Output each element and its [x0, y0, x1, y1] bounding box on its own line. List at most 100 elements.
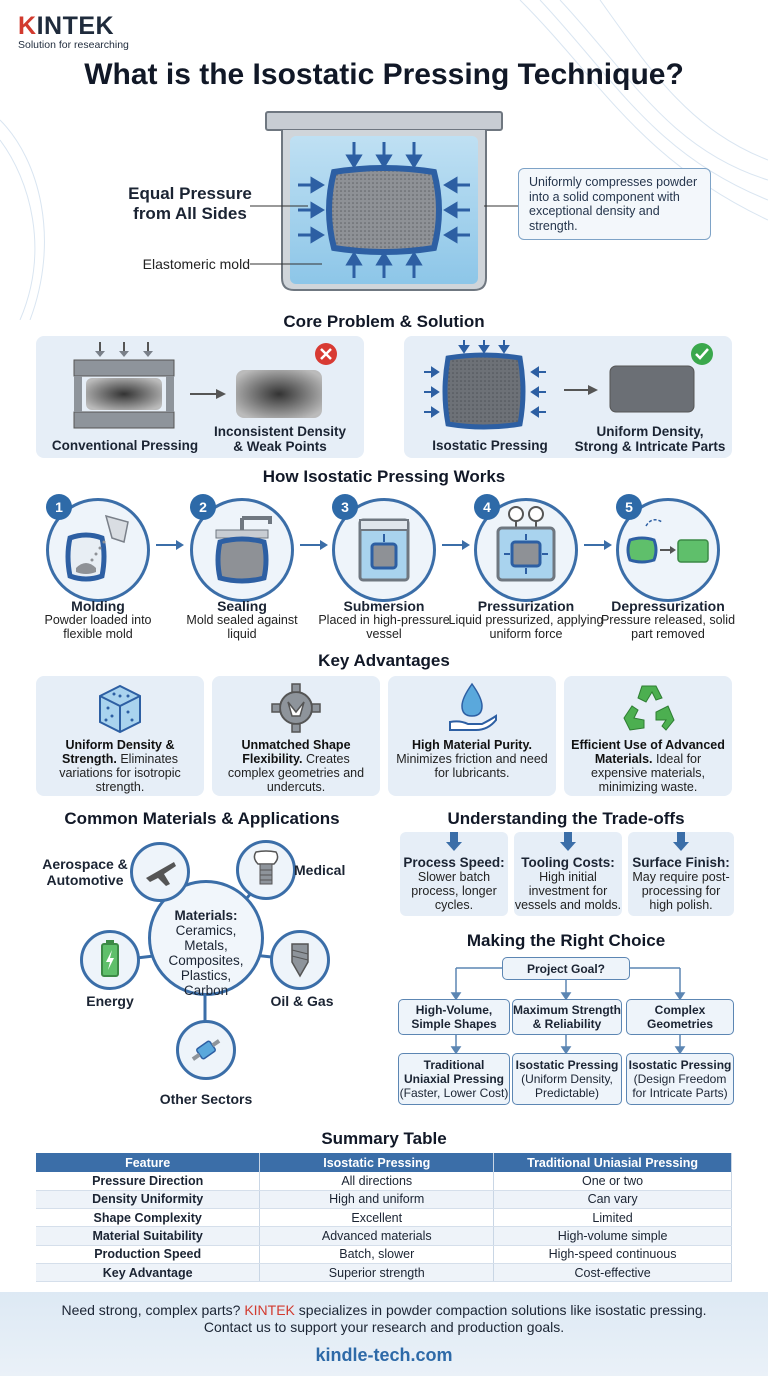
sealing-icon [215, 516, 272, 584]
table-cell: One or two [493, 1172, 732, 1191]
step-2-number: 2 [190, 494, 216, 520]
drill-bit-icon [291, 943, 309, 978]
down-arrow-icon [446, 832, 462, 851]
step-arrow-2 [300, 540, 328, 550]
step-3-number: 3 [332, 494, 358, 520]
step-3-desc: Placed in high-pressure vessel [318, 613, 450, 641]
conventional-diagram [73, 342, 337, 429]
table-row: Material Suitability Advanced materials … [36, 1226, 732, 1246]
advantage-3-text: High Material Purity. Minimizes friction… [396, 738, 548, 780]
footer-band [0, 1292, 768, 1376]
table-cell: All directions [259, 1172, 495, 1191]
water-drop-hand-icon [449, 682, 497, 731]
step-3-title: Submersion [343, 598, 425, 614]
hero-mold-label: Elastomeric mold [142, 256, 250, 272]
hero-callout: Uniformly compresses powder into a solid… [518, 168, 711, 240]
choice-section-title: Making the Right Choice [466, 931, 666, 950]
table-header-row: Feature Isostatic Pressing Traditional U… [36, 1153, 732, 1172]
airplane-icon [146, 862, 176, 886]
hero-leader-lines [250, 205, 322, 265]
hero-callout-line [484, 205, 518, 207]
advantage-2-text: Unmatched Shape Flexibility. Creates com… [227, 738, 365, 794]
advantage-1-text: Uniform Density & Strength. Eliminates v… [59, 738, 181, 794]
step-4-number: 4 [474, 494, 500, 520]
step-1-title: Molding [71, 598, 125, 614]
brand-name: KINTEK [18, 12, 115, 40]
tradeoff-3-desc: May require post-processing for high pol… [632, 870, 730, 912]
table-section-title: Summary Table [321, 1129, 447, 1148]
result-isostatic-2: Isostatic Pressing(Design Freedom for In… [626, 1053, 734, 1105]
table-cell: Excellent [259, 1208, 495, 1228]
materials-section-title: Common Materials & Applications [64, 809, 340, 828]
submersion-icon [358, 518, 410, 582]
page-title: What is the Isostatic Pressing Technique… [84, 58, 684, 91]
result-isostatic-1: Isostatic Pressing(Uniform Density, Pred… [512, 1053, 622, 1105]
gear-icon [271, 683, 321, 733]
decision-tree-lines [450, 967, 686, 1055]
table-cell: High-speed continuous [493, 1245, 732, 1264]
down-arrow-icon [560, 832, 576, 851]
option-high-volume: High-Volume, Simple Shapes [398, 999, 510, 1035]
table-row: Production Speed Batch, slower High-spee… [36, 1245, 732, 1264]
step-4-desc: Liquid pressurized, applying uniform for… [448, 613, 604, 641]
brand-tagline: Solution for researching [18, 39, 129, 51]
table-cell: Production Speed [36, 1245, 261, 1264]
step-arrow-1 [156, 540, 184, 550]
advantage-4-text: Efficient Use of Advanced Materials. Ide… [571, 738, 725, 794]
table-cell: Cost-effective [493, 1263, 732, 1283]
table-row: Shape Complexity Excellent Limited [36, 1208, 732, 1228]
table-cell: High and uniform [259, 1190, 495, 1210]
result-traditional: Traditional Uniaxial Pressing(Faster, Lo… [398, 1053, 510, 1105]
molding-icon [65, 514, 129, 582]
table-row: Key Advantage Superior strength Cost-eff… [36, 1263, 732, 1283]
step-2-title: Sealing [217, 598, 267, 614]
tradeoff-3-title: Surface Finish: [632, 855, 730, 870]
cube-icon [99, 684, 141, 734]
table-header: Feature [36, 1153, 261, 1172]
tradeoff-1-desc: Slower batch process, longer cycles. [411, 870, 497, 912]
table-cell: Material Suitability [36, 1226, 261, 1246]
medical-label: Medical [294, 862, 346, 878]
recycle-icon [623, 685, 675, 731]
tradeoffs-section-title: Understanding the Trade-offs [447, 809, 685, 828]
table-row: Density Uniformity High and uniform Can … [36, 1190, 732, 1210]
step-2-desc: Mold sealed against liquid [186, 613, 298, 641]
result-caption: Uniform Density, Strong & Intricate Part… [574, 424, 726, 454]
oil-gas-label: Oil & Gas [270, 993, 334, 1009]
table-row: Pressure Direction All directions One or… [36, 1172, 732, 1191]
step-5-number: 5 [616, 494, 642, 520]
hero-pressure-label: Equal Pressure from All Sides [128, 184, 252, 223]
battery-icon [101, 940, 119, 977]
step-5-desc: Pressure released, solid part removed [600, 613, 736, 641]
how-section-title: How Isostatic Pressing Works [262, 467, 506, 486]
footer-url-link[interactable]: kindle-tech.com [315, 1345, 453, 1365]
footer-text: Need strong, complex parts? KINTEK speci… [61, 1302, 707, 1335]
energy-label: Energy [86, 993, 134, 1009]
step-arrow-3 [442, 540, 470, 550]
table-cell: Key Advantage [36, 1263, 261, 1283]
dental-implant-icon [253, 850, 279, 885]
step-5-title: Depressurization [611, 598, 725, 614]
isostatic-diagram [424, 340, 713, 430]
table-header: Isostatic Pressing [259, 1153, 495, 1172]
table-cell: Advanced materials [259, 1226, 495, 1246]
connector-icon [191, 1039, 221, 1061]
step-1-desc: Powder loaded into flexible mold [44, 613, 152, 641]
core-section-title: Core Problem & Solution [283, 312, 485, 331]
hero-vessel-diagram [265, 111, 503, 291]
conventional-caption: Conventional Pressing [51, 438, 199, 453]
brand-logo: KINTEK Solution for researching [18, 12, 129, 51]
other-sectors-label: Other Sectors [159, 1091, 253, 1107]
option-complex: Complex Geometries [626, 999, 734, 1035]
step-arrow-4 [584, 540, 612, 550]
table-cell: High-volume simple [493, 1226, 732, 1246]
table-cell: Pressure Direction [36, 1172, 261, 1191]
tradeoff-2-desc: High initial investment for vessels and … [514, 870, 622, 912]
down-arrow-icon [673, 832, 689, 851]
table-cell: Superior strength [259, 1263, 495, 1283]
table-cell: Shape Complexity [36, 1208, 261, 1228]
advantages-section-title: Key Advantages [318, 651, 450, 670]
aerospace-label: Aerospace & Automotive [42, 856, 128, 888]
materials-center-text: Materials: Ceramics, Metals, Composites,… [168, 908, 244, 998]
step-1-number: 1 [46, 494, 72, 520]
